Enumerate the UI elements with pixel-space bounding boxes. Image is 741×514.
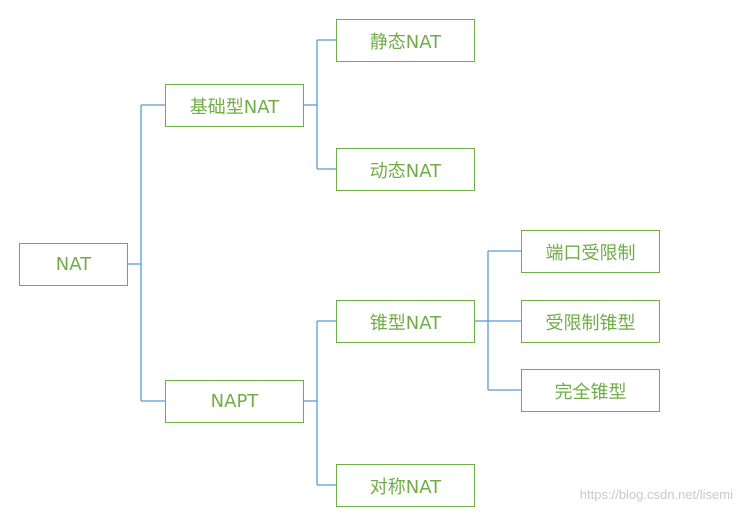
watermark-text: https://blog.csdn.net/lisemi	[579, 487, 733, 502]
node-full-cone: 完全锥型	[521, 369, 660, 412]
node-nat: NAT	[19, 243, 128, 286]
node-dynamic-nat: 动态NAT	[336, 148, 475, 191]
node-cone-nat: 锥型NAT	[336, 300, 475, 343]
node-napt: NAPT	[165, 380, 304, 423]
node-basic-nat: 基础型NAT	[165, 84, 304, 127]
node-restricted-cone: 受限制锥型	[521, 300, 660, 343]
node-symmetric-nat: 对称NAT	[336, 464, 475, 507]
node-static-nat: 静态NAT	[336, 19, 475, 62]
node-port-restricted: 端口受限制	[521, 230, 660, 273]
